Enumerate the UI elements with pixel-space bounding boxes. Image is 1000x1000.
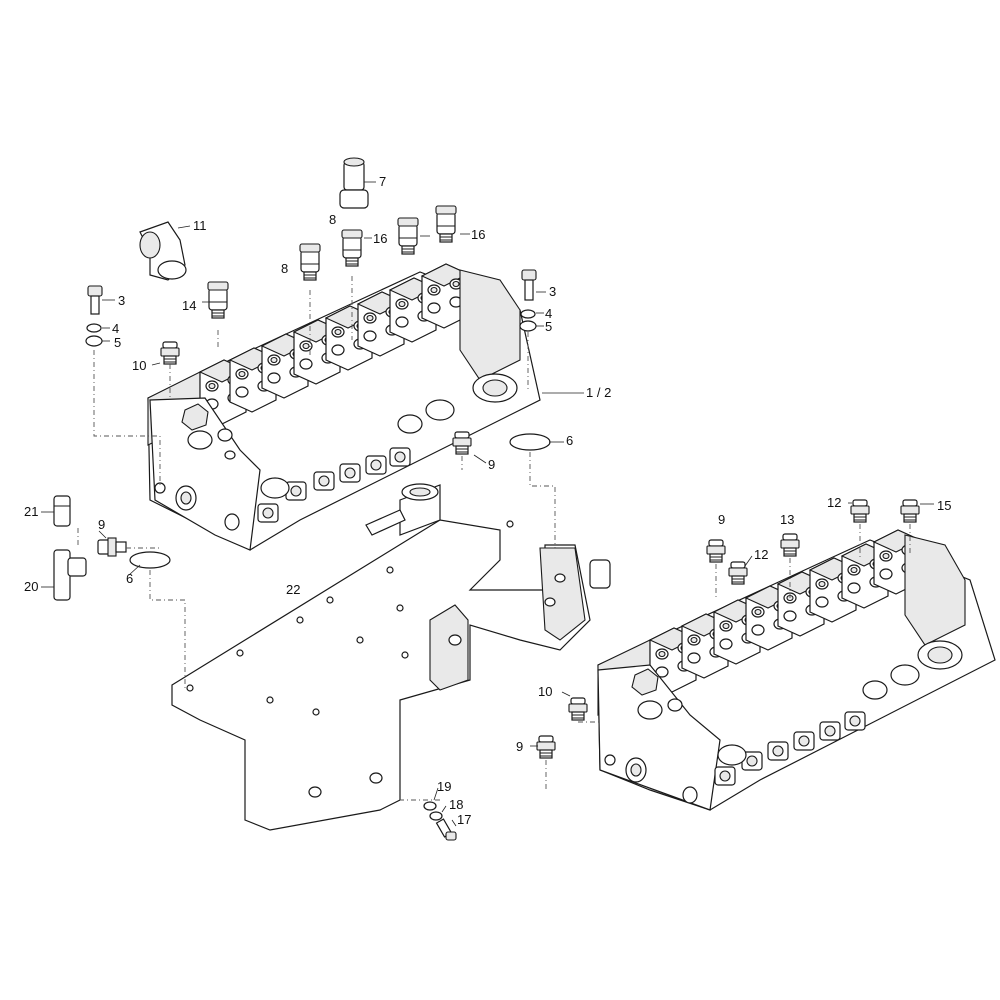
part-14-fitting [207,281,229,319]
callout-9-mid: 9 [488,457,496,472]
valve-assembly-right [597,529,996,811]
callout-19: 19 [437,779,452,794]
part-9-nipple [706,539,726,563]
callout-7: 7 [379,174,387,189]
callout-8-top: 8 [329,212,337,227]
part-6-washer [509,433,551,451]
callout-13: 13 [780,512,795,527]
callout-1-2: 1 / 2 [586,385,612,400]
part-18-washer [429,811,443,821]
part-10-nipple [160,341,180,365]
mounting-bracket [171,483,611,831]
part-19-washer [423,801,437,811]
callout-12-top: 12 [827,495,842,510]
callout-14: 14 [182,298,197,313]
part-4-washer-right [520,309,536,319]
assembly-centerlines [77,276,911,801]
callout-18: 18 [449,797,464,812]
valve-assembly-left [147,263,541,551]
part-16-fitting [435,205,457,243]
part-21-fitting [53,495,71,527]
part-15-nipple [900,499,920,523]
part-12-nipple [850,499,870,523]
part-5-washer-left [85,335,103,347]
part-16-fitting [397,217,419,255]
part-7-banjo [339,157,369,209]
callout-5-left: 5 [114,335,122,350]
callout-20: 20 [24,579,39,594]
callout-4-left: 4 [112,321,120,336]
callout-5-right: 5 [545,319,553,334]
part-6-washer [129,551,171,569]
part-11-elbow [139,221,187,281]
part-3-bolt-left [87,285,103,315]
part-9-nipple [536,735,556,759]
callout-16-a: 16 [373,231,388,246]
callout-6-left: 6 [126,571,134,586]
callout-22: 22 [286,582,301,597]
callout-17: 17 [457,812,472,827]
callout-12-mid: 12 [754,547,769,562]
callout-11: 11 [193,218,207,233]
callout-8-left: 8 [281,261,289,276]
callout-15: 15 [937,498,952,513]
part-10-nipple [568,697,588,721]
callout-9-right-bottom: 9 [516,739,524,754]
callout-21: 21 [24,504,39,519]
part-9-nipple [452,431,472,455]
callout-9-right-top: 9 [718,512,726,527]
part-4-washer-left [86,323,102,333]
callout-6-top: 6 [566,433,574,448]
part-9-nipple-left [97,537,127,557]
callout-4-right: 4 [545,306,553,321]
part-20-tee [53,549,87,601]
part-8-fitting [341,229,363,267]
callout-10-right: 10 [538,684,553,699]
callout-3-left: 3 [118,293,126,308]
callout-3-right: 3 [549,284,557,299]
part-12-nipple [728,561,748,585]
callout-16-b: 16 [471,227,486,242]
part-13-nipple [780,533,800,557]
loose-parts [53,157,920,841]
part-3-bolt-right [521,269,537,301]
callout-10-left: 10 [132,358,147,373]
part-8-fitting [299,243,321,281]
leader-lines [41,181,934,827]
part-17-bolt [435,818,457,841]
part-5-washer-right [519,320,537,332]
callout-9-left: 9 [98,517,106,532]
